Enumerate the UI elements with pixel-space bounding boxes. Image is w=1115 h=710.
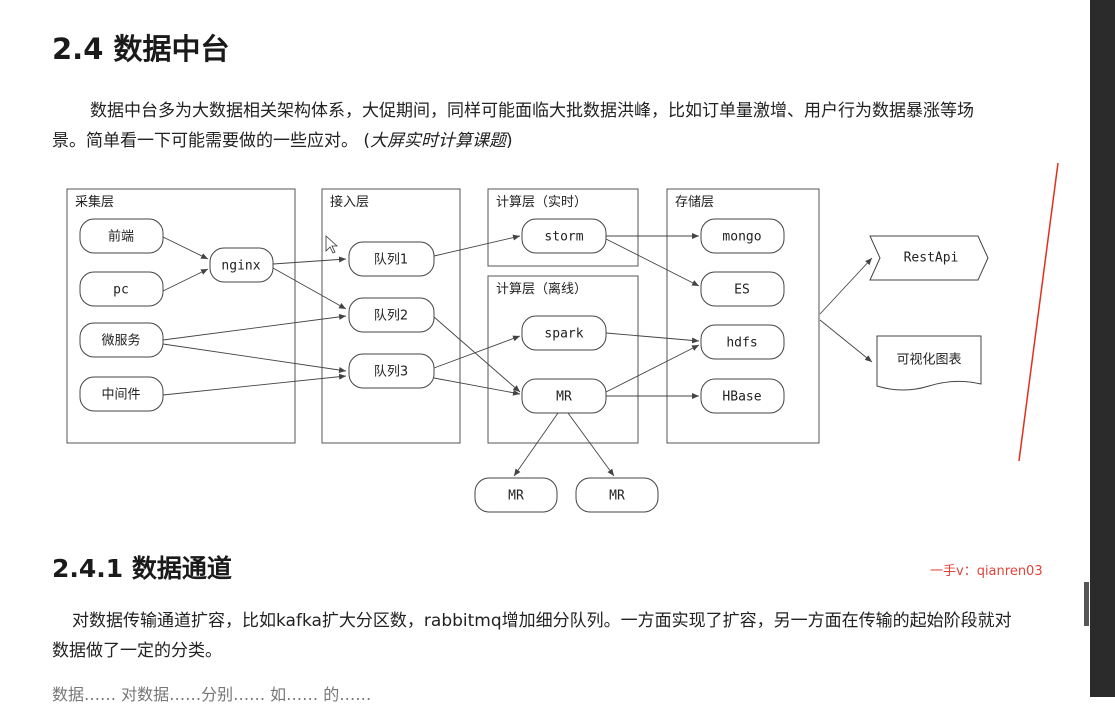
node-frontend: [79, 218, 164, 254]
zone-compute-offline: [487, 275, 639, 444]
node-mr-child-a-label: MR: [508, 489, 524, 504]
node-hbase: [700, 378, 785, 414]
node-mr-child-b-label: MR: [609, 489, 625, 504]
cut-off-paragraph: 数据…… 对数据……分别…… 如…… 的……: [52, 685, 372, 704]
section-heading: 2.4 数据中台: [52, 32, 230, 66]
node-es: [700, 271, 785, 307]
subsection-heading: 2.4.1 数据通道: [52, 554, 232, 583]
node-storm: [521, 218, 607, 254]
node-queue-3: [348, 353, 435, 389]
node-microservice-label: 微服务: [101, 333, 140, 349]
node-spark: [521, 315, 607, 351]
architecture-diagram: 采集层 接入层 计算层（实时） 计算层（离线） 存储层 前端: [66, 188, 989, 513]
zone-collect: [66, 188, 296, 444]
node-queue-2: [348, 297, 435, 333]
node-middleware-label: 中间件: [101, 388, 140, 403]
node-storm-label: storm: [544, 230, 583, 245]
node-mongo-label: mongo: [722, 230, 761, 245]
node-queue-1-label: 队列1: [374, 253, 408, 268]
scrollbar-thumb[interactable]: [1084, 582, 1089, 626]
intro-note: 大屏实时计算课题: [370, 131, 507, 151]
zone-compute-offline-label: 计算层（离线）: [496, 281, 587, 297]
node-microservice: [79, 322, 164, 358]
output-visualization: [876, 335, 982, 391]
node-spark-label: spark: [544, 327, 583, 342]
node-frontend-label: 前端: [108, 229, 134, 245]
node-es-label: ES: [734, 283, 750, 298]
zone-compute-realtime: [487, 188, 639, 267]
node-queue-2-label: 队列2: [374, 309, 408, 324]
intro-paragraph: 数据中台多为大数据相关架构体系，大促期间，同样可能面临大批数据洪峰，比如订单量激…: [52, 96, 1002, 156]
node-mr-child-b: [575, 477, 659, 513]
node-hdfs-label: hdfs: [726, 336, 757, 351]
channel-paragraph: 对数据传输通道扩容，比如kafka扩大分区数，rabbitmq增加细分队列。一方…: [52, 611, 1012, 661]
node-pc-label: pc: [113, 283, 129, 298]
watermark-text: 一手v：qianren03: [930, 564, 1043, 579]
node-hdfs: [700, 324, 785, 360]
node-mr: [521, 378, 607, 414]
node-pc: [79, 271, 164, 307]
node-queue-3-label: 队列3: [374, 365, 408, 380]
output-restapi-label: RestApi: [904, 251, 959, 266]
zone-storage: [666, 188, 820, 444]
node-mr-child-a: [474, 477, 558, 513]
intro-text: 数据中台多为大数据相关架构体系，大促期间，同样可能面临大批数据洪峰，比如订单量激…: [52, 101, 974, 151]
node-queue-1: [348, 241, 435, 277]
node-middleware: [79, 376, 164, 412]
node-nginx: [209, 247, 274, 283]
zone-ingest-label: 接入层: [330, 194, 369, 210]
node-mongo: [700, 218, 785, 254]
zone-storage-label: 存储层: [675, 195, 714, 210]
output-restapi: [869, 235, 989, 281]
zone-ingest: [321, 188, 461, 444]
document-page: 2.4 数据中台 数据中台多为大数据相关架构体系，大促期间，同样可能面临大批数据…: [52, 32, 1043, 704]
node-mr-label: MR: [556, 390, 572, 405]
intro-close: ): [506, 131, 513, 151]
output-visualization-label: 可视化图表: [896, 353, 961, 368]
cursor-icon: [325, 235, 339, 254]
node-nginx-label: nginx: [221, 259, 260, 274]
node-hbase-label: HBase: [722, 390, 761, 405]
scrollbar-track[interactable]: [1090, 0, 1115, 697]
zone-collect-label: 采集层: [75, 194, 114, 210]
zone-compute-realtime-label: 计算层（实时）: [496, 195, 587, 210]
